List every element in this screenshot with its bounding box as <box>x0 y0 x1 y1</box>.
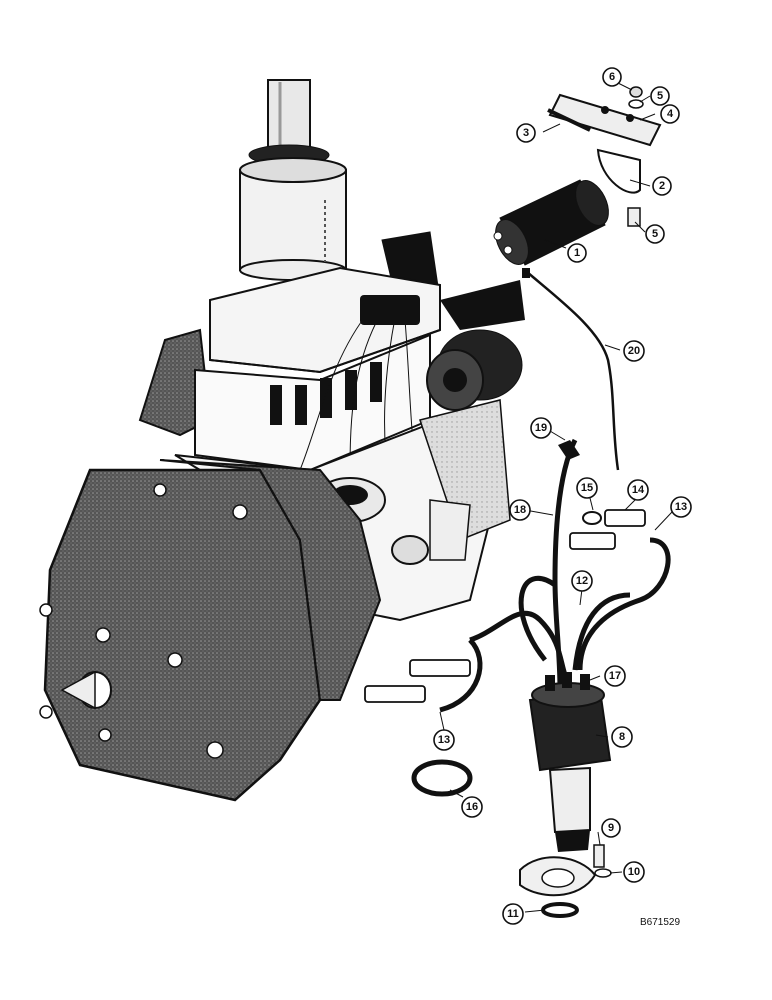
callout-10-washer: 10 <box>623 861 645 883</box>
svg-text:5: 5 <box>657 90 663 102</box>
svg-text:14: 14 <box>632 484 645 496</box>
coil-bracket-plate <box>548 93 662 147</box>
svg-text:4: 4 <box>667 108 674 120</box>
exhaust-pipe <box>248 79 330 166</box>
callout-8-distributor: 8 <box>611 726 633 748</box>
callout-4-bracket: 4 <box>660 104 680 124</box>
bracket-bolt <box>547 108 591 132</box>
lock-washer <box>628 99 644 109</box>
callout-14-terminal: 14 <box>627 479 649 501</box>
nut <box>629 86 643 98</box>
callout-6-washer: 5 <box>650 86 670 106</box>
valve-cover <box>209 266 441 374</box>
engine-assembly <box>39 79 525 802</box>
callout-16-o-ring: 16 <box>461 796 483 818</box>
callouts: 6 5 4 3 2 5 1 20 19 18 15 14 13 12 17 8 … <box>433 67 692 925</box>
callout-2-clamp: 2 <box>652 176 672 196</box>
svg-text:12: 12 <box>576 575 588 587</box>
callout-5-screw: 5 <box>645 224 665 244</box>
svg-text:1: 1 <box>574 247 580 259</box>
svg-text:2: 2 <box>659 180 665 192</box>
svg-text:8: 8 <box>619 731 625 743</box>
reference-code: B671529 <box>640 917 681 928</box>
generator <box>426 280 525 411</box>
callout-3-bolt: 3 <box>516 123 536 143</box>
distributor-screw <box>593 844 605 868</box>
callout-19-wire: 19 <box>530 417 552 439</box>
svg-text:13: 13 <box>438 734 450 746</box>
svg-text:20: 20 <box>628 345 640 357</box>
svg-text:13: 13 <box>675 501 687 513</box>
svg-text:10: 10 <box>628 866 640 878</box>
callout-13-wire-left: 13 <box>433 729 455 751</box>
transmission-housing <box>39 459 382 802</box>
callout-7-nut: 6 <box>602 67 622 87</box>
distributor-wires <box>439 438 671 713</box>
o-ring <box>411 759 473 797</box>
clamp-screw <box>627 207 641 227</box>
svg-text:6: 6 <box>609 71 615 83</box>
callout-17-cap: 17 <box>604 665 626 687</box>
svg-text:3: 3 <box>523 127 529 139</box>
svg-text:11: 11 <box>507 908 519 920</box>
spark-plug-terminals-left <box>364 659 471 703</box>
leader-lines <box>439 79 673 913</box>
coil-clamp <box>596 148 641 194</box>
spark-plug-terminals-right <box>569 509 646 550</box>
callout-15-terminal: 15 <box>576 477 598 499</box>
svg-text:16: 16 <box>466 801 478 813</box>
callout-18-wire: 18 <box>509 499 531 521</box>
svg-text:18: 18 <box>514 504 526 516</box>
svg-text:9: 9 <box>608 822 614 834</box>
gasket <box>541 902 579 918</box>
svg-text:17: 17 <box>609 670 621 682</box>
svg-text:5: 5 <box>652 228 658 240</box>
callout-9-screw: 9 <box>601 818 621 838</box>
callout-20-coil-wire: 20 <box>623 340 645 362</box>
callout-13-wire-right: 13 <box>670 496 692 518</box>
ignition-coil-group <box>493 86 662 266</box>
air-cleaner <box>239 157 347 281</box>
callout-12-wires: 12 <box>571 570 593 592</box>
coil-wire <box>526 271 620 471</box>
distributor-washer <box>594 868 612 878</box>
svg-text:15: 15 <box>581 482 593 494</box>
svg-text:19: 19 <box>535 422 547 434</box>
distributor <box>528 672 612 852</box>
callout-11-gasket: 11 <box>502 903 524 925</box>
cylinder-head <box>194 333 431 472</box>
callout-1-coil: 1 <box>567 243 587 263</box>
